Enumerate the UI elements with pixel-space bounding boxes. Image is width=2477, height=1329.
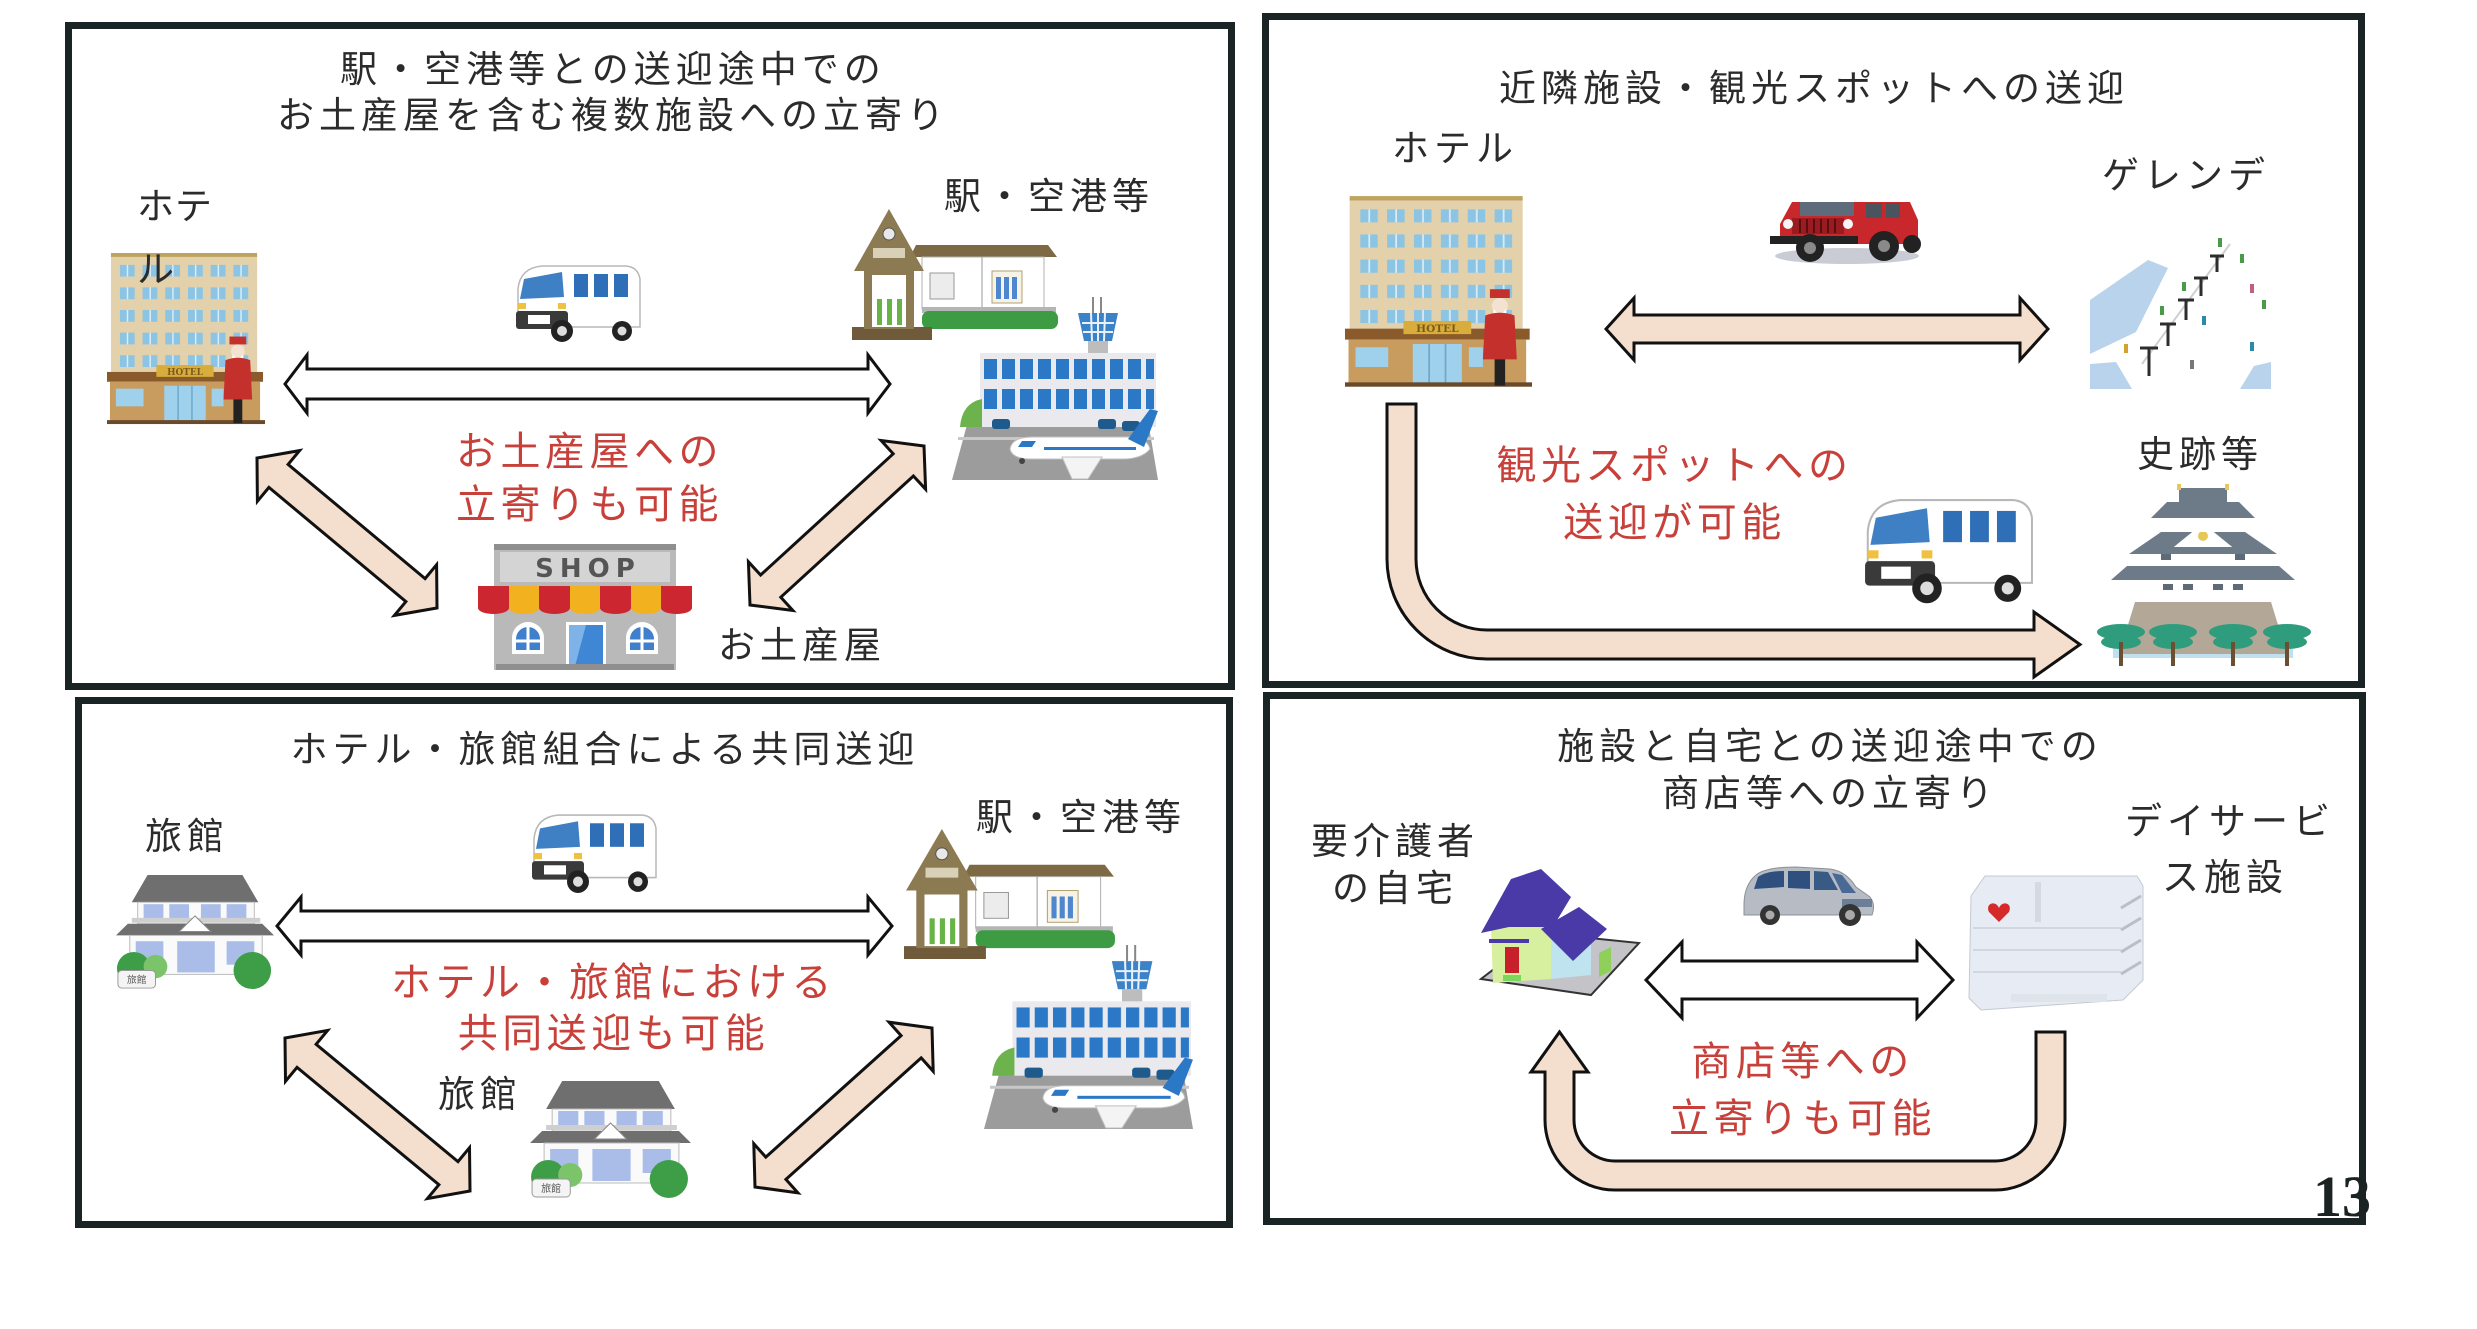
panel-arrows (1385, 294, 2083, 680)
home-label: 要介護者 の自宅 (1290, 818, 1495, 912)
hotel-sign-text: HOTEL (1416, 323, 1458, 335)
station-airport-label: 駅・空港等 (944, 175, 1154, 218)
double-arrow-home-facility (1643, 938, 1956, 1022)
note-line: 共同送迎も可能 (457, 1011, 770, 1057)
note-line: お土産屋への (456, 429, 723, 475)
panel-station-souvenir: HOTEL SHOP 駅・空港等との送迎途中での お土産屋を含む複数施設への立寄… (65, 22, 1235, 690)
ryokan-label: 旅館 (145, 815, 229, 858)
label-line: の自宅 (1332, 867, 1458, 910)
note-line: ホテル・旅館における (391, 960, 836, 1006)
panel-daycare-shopping: 施設と自宅との送迎途中での 商店等への立寄り 要介護者 の自宅 デイサービ ス施… (1263, 692, 2371, 1226)
station-icon (904, 828, 1116, 960)
note-text: お土産屋への 立寄りも可能 (335, 426, 840, 532)
van-icon (531, 814, 657, 894)
page-number: 13 (2313, 1164, 2371, 1229)
double-arrow-station-ryokan (752, 1020, 935, 1195)
airport-icon (984, 945, 1193, 1129)
note-text: 観光スポットへの 送迎が可能 (1370, 438, 1975, 552)
panel-sightseeing: HOTEL (1262, 13, 2365, 688)
ryokan-label-2: 旅館 (438, 1073, 522, 1116)
title-line: 商店等への立寄り (1662, 772, 1998, 815)
minivan-icon (1743, 866, 1875, 926)
station-airport-label: 駅・空港等 (976, 796, 1186, 839)
title-line: お土産屋を含む複数施設への立寄り (277, 94, 949, 137)
note-line: 送迎が可能 (1563, 500, 1786, 546)
historic-site-label: 史跡等 (2137, 433, 2263, 476)
hotel-label: ホテル (1392, 127, 1518, 170)
panel-arrows (1528, 938, 2067, 1192)
double-arrow-hotel-shop (255, 448, 439, 618)
ryokan-icon: 旅館 (115, 874, 275, 990)
title-line: 施設と自宅との送迎途中での (1557, 725, 2103, 768)
label-line: ル (137, 248, 175, 291)
note-line: 立寄りも可能 (1669, 1096, 1936, 1142)
double-arrow-hotel-station (283, 350, 892, 418)
ryokan-sign-text: 旅館 (127, 973, 147, 986)
panel-title: 施設と自宅との送迎途中での 商店等への立寄り (1425, 723, 2230, 817)
ski-slope-label: ゲレンデ (2102, 154, 2270, 197)
hotel-icon: HOTEL (107, 252, 265, 425)
panel-joint-transport: 旅館 旅館 ホテル・旅館組合による共同送迎 旅館 駅・空港等 旅館 ホテル・旅館… (75, 697, 1233, 1228)
panel-title: 駅・空港等との送迎途中での お土産屋を含む複数施設への立寄り (208, 47, 1013, 139)
hotel-icon: HOTEL (1345, 195, 1532, 388)
panel-arrows (275, 892, 935, 1201)
van-icon (515, 265, 641, 343)
house-icon (1478, 869, 1642, 997)
airport-icon (952, 297, 1158, 480)
label-line: デイサービ (2125, 800, 2335, 843)
l-arrow-hotel-historic (1385, 402, 2083, 680)
double-arrow-hotel-slope (1603, 294, 2051, 364)
label-line: 要介護者 (1311, 820, 1479, 863)
label-line: ホテ (137, 185, 213, 228)
panel-title: 近隣施設・観光スポットへの送迎 (1499, 67, 2129, 110)
shop-sign-text: SHOP (535, 554, 641, 584)
note-line: 立寄りも可能 (456, 482, 723, 528)
double-arrow-ryokan-ryokan (283, 1028, 472, 1201)
u-turn-arrow-facility-home (1528, 1029, 2067, 1192)
jeep-icon (1770, 202, 1921, 264)
ski-slope-icon (2090, 238, 2271, 389)
double-arrow-ryokan-station (275, 892, 894, 960)
hotel-label: ホテ ル (137, 175, 213, 301)
note-line: 観光スポットへの (1496, 443, 1853, 489)
note-text: ホテル・旅館における 共同送迎も可能 (309, 958, 914, 1060)
shop-icon: SHOP (478, 544, 692, 670)
souvenir-shop-label: お土産屋 (718, 624, 886, 667)
ryokan-icon: 旅館 (529, 1080, 692, 1199)
label-line: ス施設 (2162, 856, 2288, 899)
hotel-sign-text: HOTEL (167, 368, 204, 378)
title-line: 駅・空港等との送迎途中での (340, 48, 886, 91)
daycare-facility-label: デイサービ ス施設 (2120, 794, 2335, 906)
note-text: 商店等への 立寄りも可能 (1498, 1034, 2103, 1148)
castle-icon (2097, 484, 2311, 666)
double-arrow-station-shop (746, 438, 928, 613)
ryokan-sign-text: 旅館 (541, 1182, 561, 1195)
daycare-building-icon (1968, 875, 2144, 1011)
note-line: 商店等への (1691, 1039, 1914, 1085)
panel-arrows (255, 350, 928, 618)
panel-title: ホテル・旅館組合による共同送迎 (290, 728, 920, 771)
